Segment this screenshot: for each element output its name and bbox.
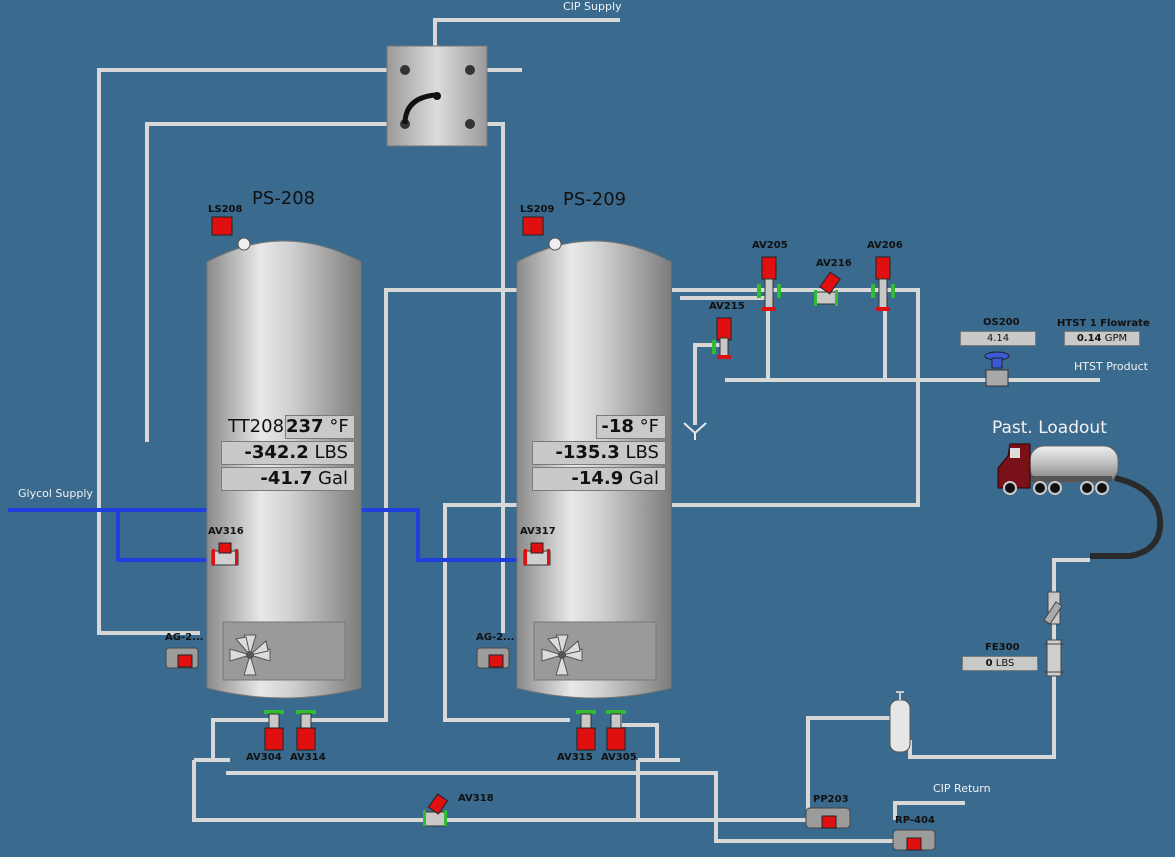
- mixer-fan-icon: [229, 634, 271, 676]
- drain-funnel-icon: [683, 422, 707, 440]
- volume-readout: -14.9 Gal: [532, 467, 666, 491]
- valve-icon[interactable]: [264, 710, 284, 751]
- os200-readout: 4.14: [960, 331, 1036, 346]
- glycol-valve-label: AV317: [520, 526, 556, 537]
- valve-icon[interactable]: [296, 710, 316, 751]
- valve-icon[interactable]: [984, 351, 1010, 387]
- pump-label-rp404: RP-404: [895, 815, 935, 826]
- valve-icon[interactable]: [423, 793, 449, 827]
- cip-diverter-icon[interactable]: [386, 45, 488, 147]
- pump-icon[interactable]: [805, 807, 851, 829]
- valve-label-av205: AV205: [752, 240, 788, 251]
- valve-label-av206: AV206: [867, 240, 903, 251]
- weight-readout: -342.2 LBS: [221, 441, 355, 465]
- valve-icon[interactable]: [211, 542, 239, 566]
- loadout-hose: [1090, 475, 1164, 559]
- valve-label-av314: AV314: [290, 752, 326, 763]
- level-switch-label: LS209: [520, 204, 555, 215]
- valve-icon[interactable]: [712, 317, 732, 359]
- tank-title-ps208: PS-208: [252, 188, 316, 209]
- cip-return-label: CIP Return: [933, 782, 991, 795]
- temperature-readout: 237 °F: [285, 415, 355, 439]
- valve-icon[interactable]: [606, 710, 626, 751]
- temp-tag-label: TT208: [228, 416, 285, 437]
- valve-label-av215: AV215: [709, 301, 745, 312]
- htst-flowrate-label: HTST 1 Flowrate: [1057, 318, 1150, 329]
- valve-label-av305: AV305: [601, 752, 637, 763]
- agitator-motor-icon[interactable]: [476, 647, 510, 669]
- glycol-supply-label: Glycol Supply: [18, 487, 93, 500]
- htst-product-label: HTST Product: [1074, 360, 1148, 373]
- agitator-label: AG-2...: [165, 632, 204, 643]
- level-switch-label: LS208: [208, 204, 243, 215]
- valve-icon[interactable]: [757, 256, 781, 311]
- os200-label: OS200: [983, 317, 1020, 328]
- filter-icon: [889, 691, 911, 753]
- level-switch-icon: [211, 216, 251, 251]
- mixer-fan-icon: [541, 634, 583, 676]
- flow-element-icon: [1044, 639, 1064, 677]
- tank-title-ps209: PS-209: [563, 189, 627, 210]
- valve-label-av216: AV216: [816, 258, 852, 269]
- valve-label-av304: AV304: [246, 752, 282, 763]
- agitator-label: AG-2...: [476, 632, 515, 643]
- fe300-readout: 0 LBS: [962, 656, 1038, 671]
- htst-flowrate-readout: 0.14 GPM: [1064, 331, 1140, 346]
- temperature-readout: -18 °F: [596, 415, 666, 439]
- weight-readout: -135.3 LBS: [532, 441, 666, 465]
- pump-label-pp203: PP203: [813, 794, 849, 805]
- strainer-icon: [1043, 591, 1063, 625]
- loadout-label: Past. Loadout: [992, 418, 1107, 438]
- valve-icon[interactable]: [814, 271, 841, 306]
- process-piping: [97, 18, 1100, 843]
- agitator-motor-icon[interactable]: [165, 647, 199, 669]
- cip-supply-label: CIP Supply: [563, 0, 622, 13]
- volume-readout: -41.7 Gal: [221, 467, 355, 491]
- tanker-truck-icon[interactable]: [997, 443, 1119, 495]
- fe300-label: FE300: [985, 642, 1020, 653]
- valve-icon[interactable]: [523, 542, 551, 566]
- glycol-valve-label: AV316: [208, 526, 244, 537]
- valve-icon[interactable]: [871, 256, 895, 311]
- valve-icon[interactable]: [576, 710, 596, 751]
- pump-icon[interactable]: [892, 829, 936, 851]
- valve-label-av315: AV315: [557, 752, 593, 763]
- valve-label-av318: AV318: [458, 793, 494, 804]
- level-switch-icon: [522, 216, 562, 251]
